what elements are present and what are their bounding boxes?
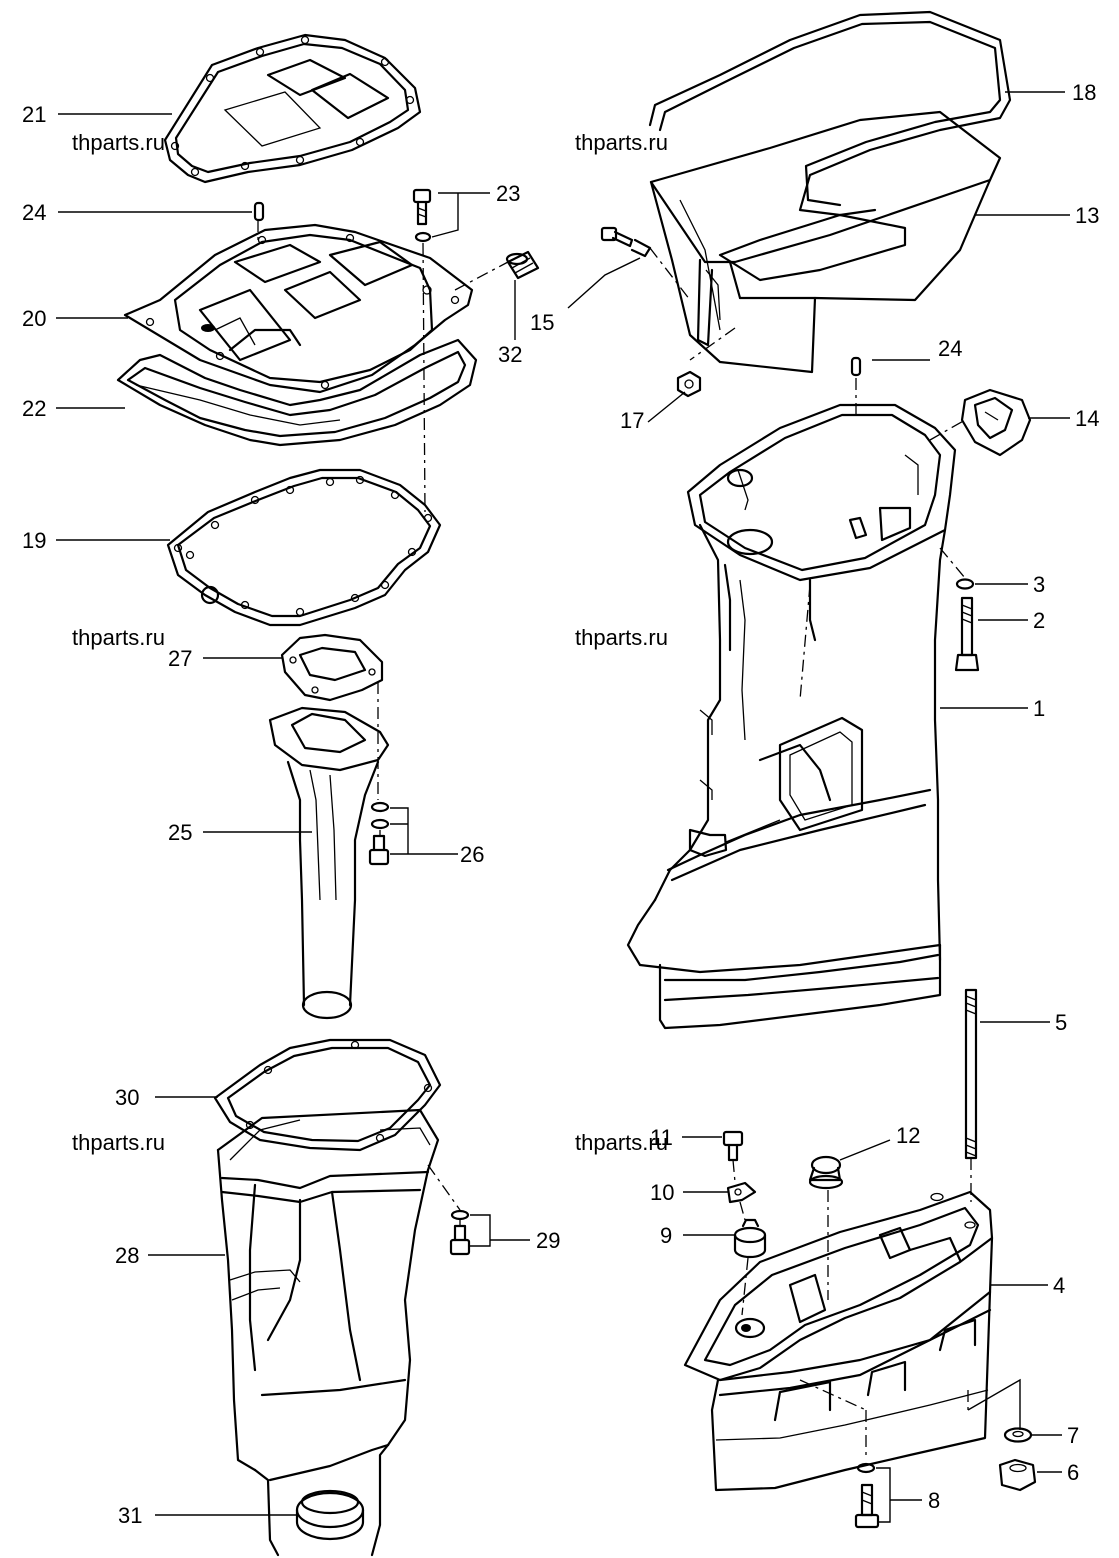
part-24-dowel-pin: [253, 201, 265, 222]
leader-lines: [56, 91, 1070, 1523]
watermark: thparts.ru: [72, 625, 165, 650]
callout-5: 5: [1055, 1010, 1067, 1035]
callout-17: 17: [620, 408, 644, 433]
callout-19: 19: [22, 528, 46, 553]
callout-labels: 21 24 23 20 32 22 19 27 25 26 30 28 29 3…: [22, 80, 1099, 1528]
part-27-small-gasket: [280, 633, 384, 702]
part-3-washer: [955, 578, 975, 590]
part-18-cowl-seal: [648, 10, 1012, 217]
callout-12: 12: [896, 1123, 920, 1148]
callout-4: 4: [1053, 1273, 1065, 1298]
part-31-seal-ring: [295, 1489, 365, 1541]
callout-3: 3: [1033, 572, 1045, 597]
callout-6: 6: [1067, 1460, 1079, 1485]
part-7-washer: [1003, 1427, 1033, 1443]
callout-13: 13: [1075, 203, 1099, 228]
watermark: thparts.ru: [72, 1130, 165, 1155]
callout-23: 23: [496, 181, 520, 206]
part-2-bolt: [954, 596, 980, 672]
watermark: thparts.ru: [575, 625, 668, 650]
callout-24: 24: [938, 336, 962, 361]
part-8-bolt-washer: [854, 1462, 880, 1529]
callout-10: 10: [650, 1180, 674, 1205]
part-25-exhaust-tube: [268, 706, 390, 1020]
callout-2: 2: [1033, 608, 1045, 633]
callout-11: 11: [650, 1125, 673, 1150]
callout-21: 21: [22, 102, 46, 127]
part-29-bolt-washer: [449, 1209, 471, 1256]
part-12-grommet: [808, 1155, 844, 1190]
callout-20: 20: [22, 306, 46, 331]
part-22-plate-gasket: [116, 338, 478, 447]
part-13-bottom-cowl: [649, 110, 1002, 374]
part-23-bolt-washer: [412, 188, 432, 243]
part-1-drive-shaft-housing: [626, 403, 957, 1030]
callout-30: 30: [115, 1085, 139, 1110]
callout-15: 15: [530, 310, 554, 335]
part-24-dowel-pin: [850, 356, 862, 377]
assembly-axes: [257, 220, 972, 1460]
part-20-exhaust-plate: [123, 223, 474, 394]
callout-29: 29: [536, 1228, 560, 1253]
part-10-tab: [726, 1181, 757, 1204]
callout-1: 1: [1033, 696, 1045, 721]
part-5-stud: [964, 988, 978, 1160]
part-6-nut: [998, 1458, 1037, 1492]
part-11-screw: [722, 1130, 744, 1162]
callout-14: 14: [1075, 406, 1099, 431]
callout-9: 9: [660, 1223, 672, 1248]
part-15-screw-clip: [600, 226, 652, 258]
part-26-bolt-washers: [368, 801, 390, 866]
callout-7: 7: [1067, 1423, 1079, 1448]
callout-27: 27: [168, 646, 192, 671]
watermark: thparts.ru: [72, 130, 165, 155]
callout-26: 26: [460, 842, 484, 867]
callout-22: 22: [22, 396, 46, 421]
callout-32: 32: [498, 342, 522, 367]
callout-25: 25: [168, 820, 192, 845]
part-30-gasket: [213, 1038, 442, 1152]
part-4-lower-case: [683, 1190, 994, 1492]
watermark: thparts.ru: [575, 1130, 668, 1155]
part-21-upper-gasket: [163, 33, 422, 184]
callout-24: 24: [22, 200, 46, 225]
callout-31: 31: [118, 1503, 142, 1528]
callout-8: 8: [928, 1488, 940, 1513]
callout-28: 28: [115, 1243, 139, 1268]
part-14-rubber-mount: [960, 388, 1032, 457]
part-28-exhaust-housing: [216, 1108, 440, 1557]
part-19-lower-gasket: [166, 468, 442, 627]
part-9-plug: [733, 1218, 767, 1259]
callout-18: 18: [1072, 80, 1096, 105]
part-32-plug: [505, 250, 540, 280]
watermark: thparts.ru: [575, 130, 668, 155]
part-17-nut: [676, 370, 702, 398]
